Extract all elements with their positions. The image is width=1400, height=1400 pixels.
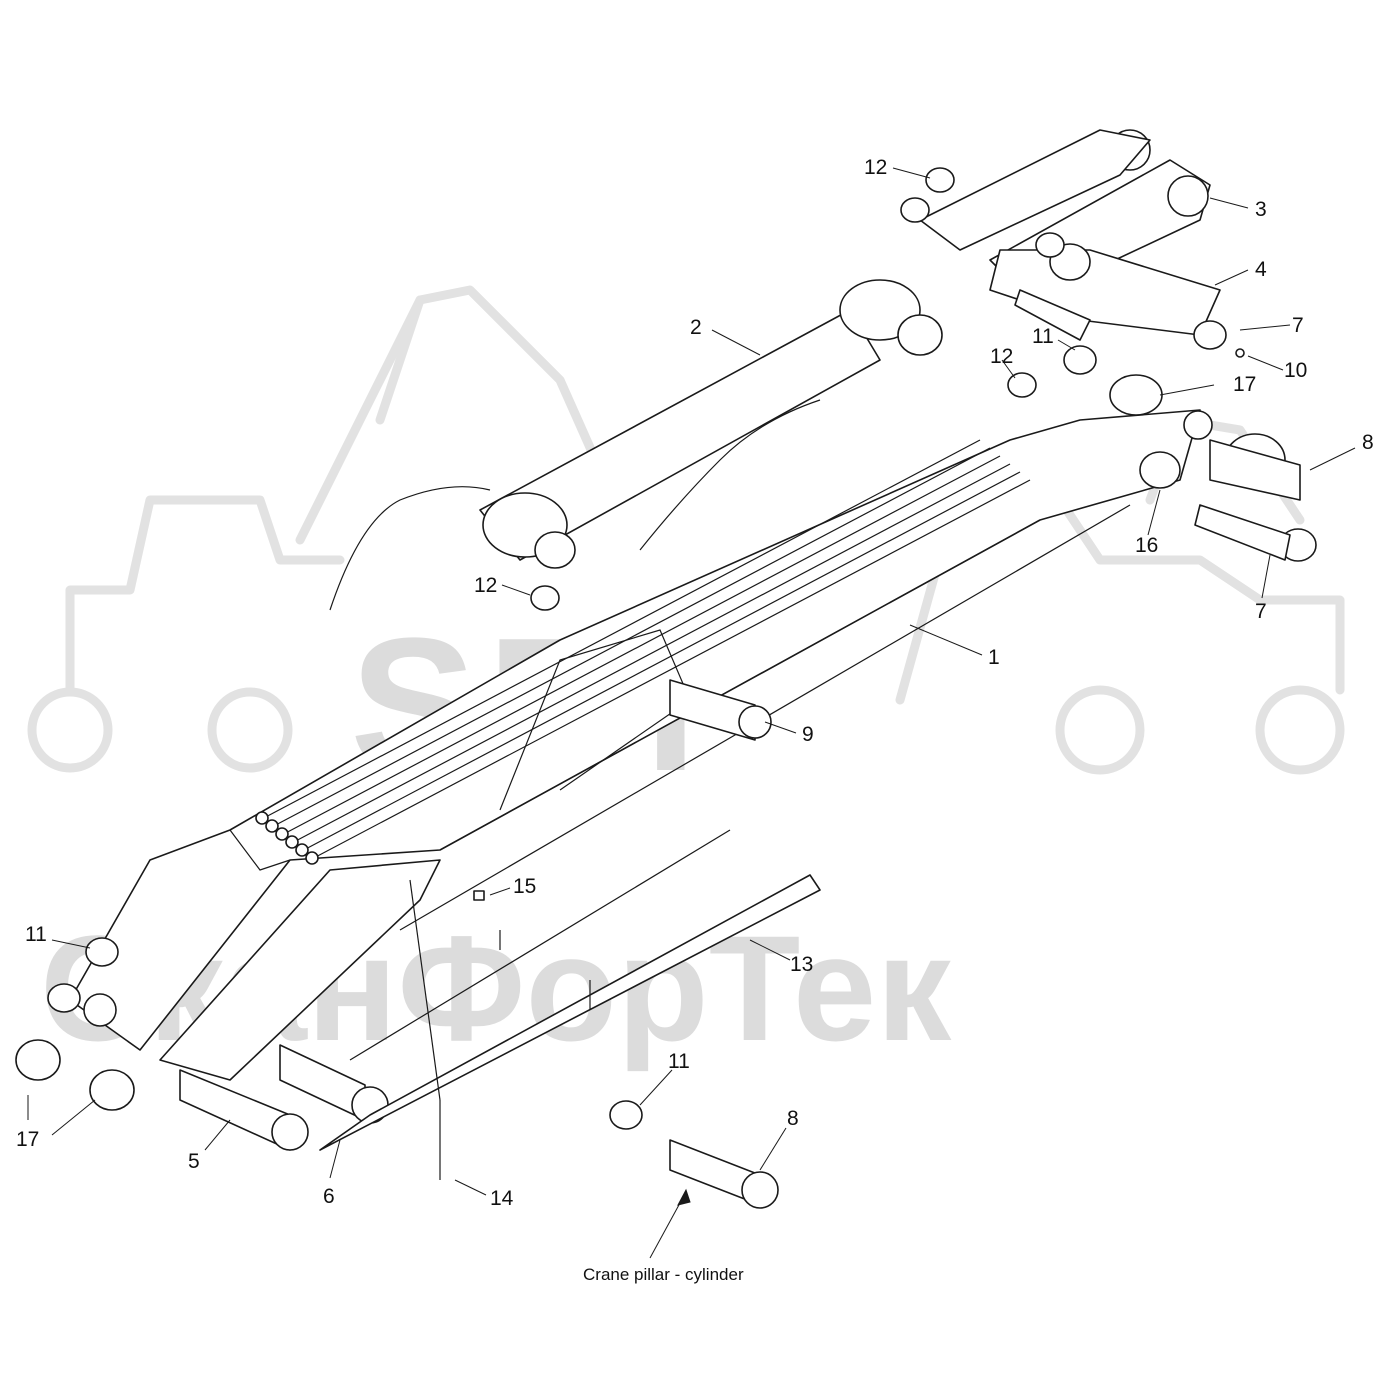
part-17-washer-left [15,1039,61,1081]
part-16-bushing [1139,451,1181,489]
part-9-pin [669,679,772,741]
part-12-washer-c [530,585,560,611]
callout-9: 9 [802,723,814,746]
callout-4: 4 [1255,258,1267,281]
callout-12-top: 12 [864,156,887,179]
leader-lines [27,167,1356,1196]
callout-5: 5 [188,1150,200,1173]
part-4-link-arm [989,249,1227,350]
callout-8-bottom: 8 [787,1107,799,1130]
part-12-washer-b [1007,372,1037,398]
callout-8-right: 8 [1362,431,1374,454]
part-2-hydraulic-cylinder [329,279,943,611]
part-10-grease-nipple [1235,348,1245,358]
callout-17-top: 17 [1233,373,1256,396]
hose-bundle [255,439,1031,865]
part-5-pin [179,1069,309,1151]
part-8-pin-loose [669,1139,779,1209]
pin-group-top-right [1035,232,1317,562]
callout-11-bottom: 11 [668,1050,690,1073]
callout-7-top: 7 [1292,314,1304,337]
callout-17-left: 17 [16,1128,39,1151]
callout-labels: 1 2 3 4 5 6 7 7 8 8 9 10 11 11 11 12 12 … [16,156,1374,1210]
callout-11-left: 11 [25,923,47,946]
part-13-slide-plate [319,829,821,1151]
callout-7-right: 7 [1255,600,1267,623]
part-14-bolt [409,879,441,1180]
part-12-washer-a [925,167,955,193]
callout-10: 10 [1284,359,1307,382]
callout-3: 3 [1255,198,1267,221]
part-15-nut [473,890,485,901]
callout-14: 14 [490,1187,514,1210]
callout-12-left: 12 [474,574,497,597]
part-1-boom [69,409,1213,1081]
part-11-ring-a [1063,345,1097,375]
callout-13: 13 [790,953,813,976]
callout-15: 15 [513,875,536,898]
caption-crane-pillar-cylinder: Crane pillar - cylinder [583,1265,744,1284]
boom-pivot-hole-left [83,993,117,1027]
callout-1: 1 [988,646,1000,669]
part-17-washer-top [1109,374,1163,416]
callout-11-top: 11 [1032,325,1054,348]
callout-2: 2 [690,316,702,339]
callout-12-mid: 12 [990,345,1013,368]
part-11-ring-c [609,1100,643,1130]
hose-end-fittings [255,811,319,865]
part-11-ring-b [85,937,119,967]
callout-16: 16 [1135,534,1158,557]
washers-rings [15,167,1097,1130]
callout-6: 6 [323,1185,335,1208]
caption-arrow [649,1188,691,1259]
boom-pivot-hole-right [1183,410,1213,440]
